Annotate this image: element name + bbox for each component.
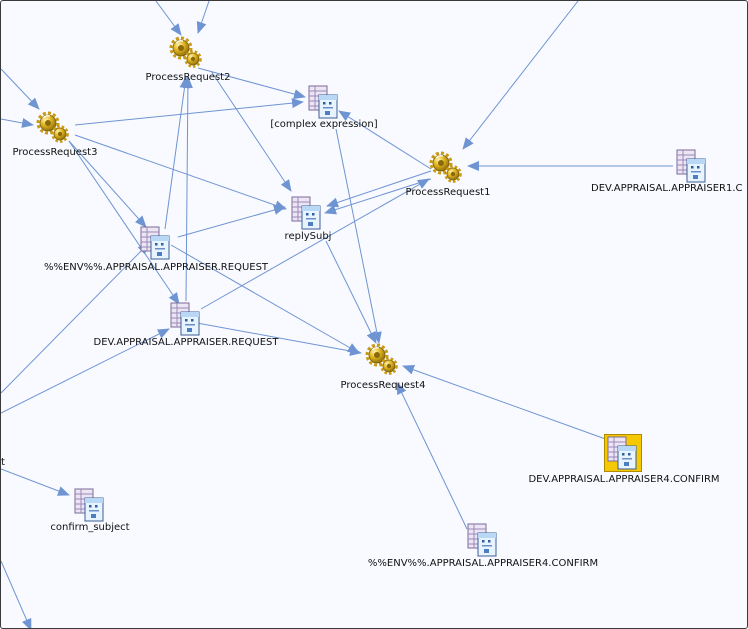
queue-label-env-request: %%ENV%%.APPRAISAL.APPRAISER.REQUEST (43, 262, 269, 273)
queue-document-icon (308, 85, 340, 119)
edge-arrow (200, 178, 430, 310)
queue-document-icon (140, 226, 172, 260)
queue-document-icon (676, 149, 708, 183)
edge-arrow (196, 322, 362, 356)
edge-arrow (210, 70, 292, 192)
queue-label-complex-expression: [complex expression] (270, 119, 378, 130)
edge-arrow (1, 560, 32, 628)
edge-arrow (170, 244, 360, 354)
queue-document-icon (291, 196, 323, 230)
edge-arrow (177, 205, 286, 238)
edge-arrow (182, 76, 193, 302)
gear-icon (36, 111, 72, 145)
queue-label-dev-appraiser1: DEV.APPRAISAL.APPRAISER1.C (591, 183, 743, 194)
process-label-request3: ProcessRequest3 (12, 147, 98, 158)
process-label-request1: ProcessRequest1 (405, 187, 491, 198)
process-label-request2: ProcessRequest2 (145, 72, 231, 83)
edge-arrow (326, 170, 432, 208)
queue-document-icon (467, 523, 499, 557)
edge-arrow (164, 76, 190, 230)
edge-arrow (335, 128, 382, 344)
edge-arrow (196, 1, 210, 34)
edge-arrow (338, 110, 432, 170)
gear-icon (365, 343, 401, 377)
process-label-request4: ProcessRequest4 (340, 380, 426, 391)
edge-arrow (74, 134, 287, 211)
queue-label-dev-request: DEV.APPRAISAL.APPRAISER.REQUEST (93, 337, 279, 348)
queue-document-icon (170, 302, 202, 336)
queue-label-offscreen-left: t (1, 457, 5, 468)
edge-arrow (1, 118, 34, 128)
edge-arrow (68, 140, 147, 228)
edge-arrow (1, 328, 170, 414)
gear-icon (169, 36, 205, 70)
edge-arrow (155, 1, 182, 36)
edge-arrow (1, 242, 150, 394)
queue-label-env-appraiser4-confirm: %%ENV%%.APPRAISAL.APPRAISER4.CONFIRM (367, 558, 599, 569)
edge-arrow (1, 468, 70, 496)
edge-arrow (1, 68, 40, 110)
queue-label-dev-appraiser4-confirm: DEV.APPRAISAL.APPRAISER4.CONFIRM (528, 474, 720, 485)
edge-arrow (402, 365, 612, 442)
edge-arrow (68, 140, 180, 305)
queue-label-reply-subj: replySubj (284, 231, 332, 242)
gear-icon (429, 151, 465, 185)
edge-arrow (197, 67, 306, 99)
queue-document-icon (607, 436, 639, 470)
queue-document-icon (74, 488, 106, 522)
edge-arrow (396, 382, 468, 530)
edge-arrow (325, 240, 377, 344)
edge-arrow (74, 98, 304, 126)
edge-arrow (324, 178, 432, 215)
edge-arrow (462, 1, 579, 150)
queue-label-confirm-subject: confirm_subject (50, 522, 130, 533)
